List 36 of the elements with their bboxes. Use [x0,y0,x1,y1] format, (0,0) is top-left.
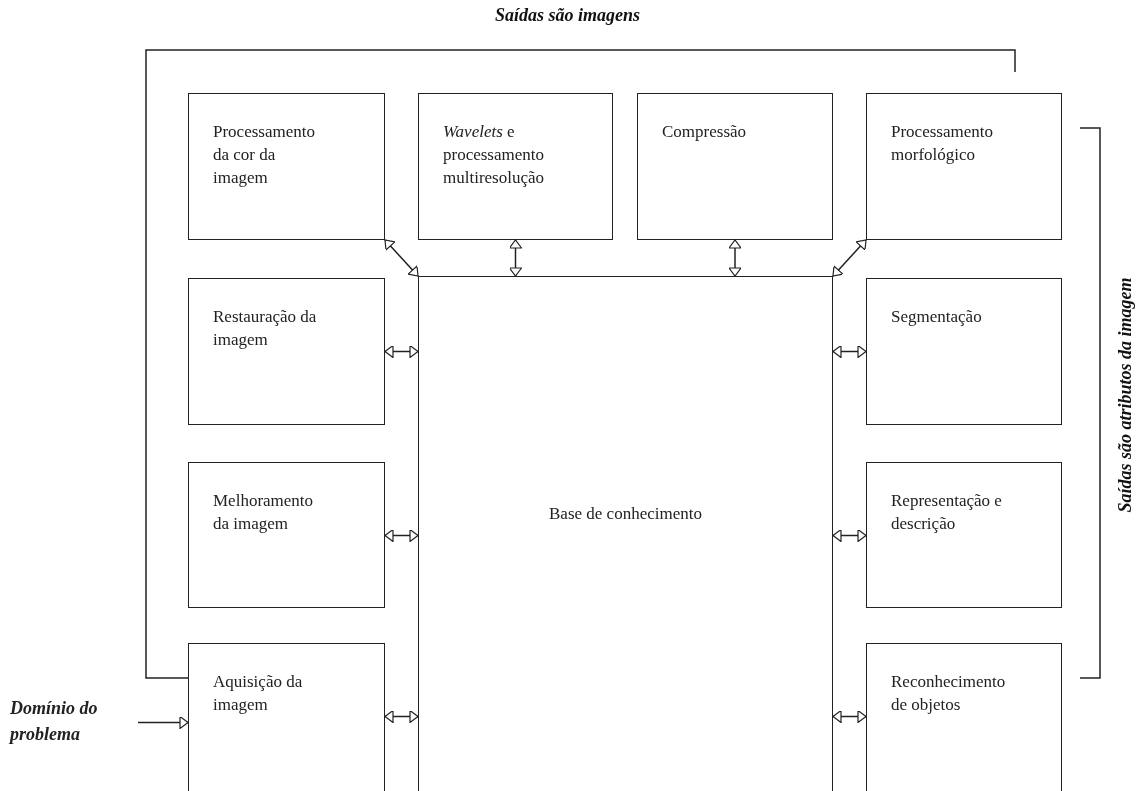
process-box [188,462,385,608]
double-arrow [384,709,419,724]
box-label: Wavelets e processamento multiresolução [443,121,546,189]
box-label: Processamento da cor da imagem [213,121,316,189]
process-box [866,462,1062,608]
box-label: Melhoramento da imagem [213,490,315,535]
bracket-label: Saídas são atributos da imagem [1114,277,1136,513]
double-arrow [832,528,867,543]
box-label: Base de conhecimento [548,503,703,525]
process-box [866,278,1062,425]
box-label: Reconhecimento de objetos [891,671,1007,716]
process-box [188,278,385,425]
process-box [866,93,1062,240]
box-label: Processamento morfológico [891,121,994,166]
double-arrow [832,344,867,359]
double-arrow [384,528,419,543]
input-label: Domínio do problema [10,697,99,746]
double-arrow [832,709,867,724]
double-arrow [384,239,419,277]
box-label: Representação e descrição [891,490,1003,535]
double-arrow [508,239,523,277]
process-box [188,93,385,240]
arrow [137,715,189,730]
knowledge-base-box [418,276,833,791]
bracket-label: Saídas são imagens [495,5,641,26]
double-arrow [832,239,867,277]
process-box [418,93,613,240]
process-box [637,93,833,240]
double-arrow [728,239,742,277]
box-label: Aquisição da imagem [213,671,304,716]
double-arrow [384,344,419,359]
box-label: Segmentação [891,306,983,328]
process-box [188,643,385,791]
box-label: Compressão [662,121,748,143]
process-box [866,643,1062,791]
box-label: Restauração da imagem [213,306,318,351]
